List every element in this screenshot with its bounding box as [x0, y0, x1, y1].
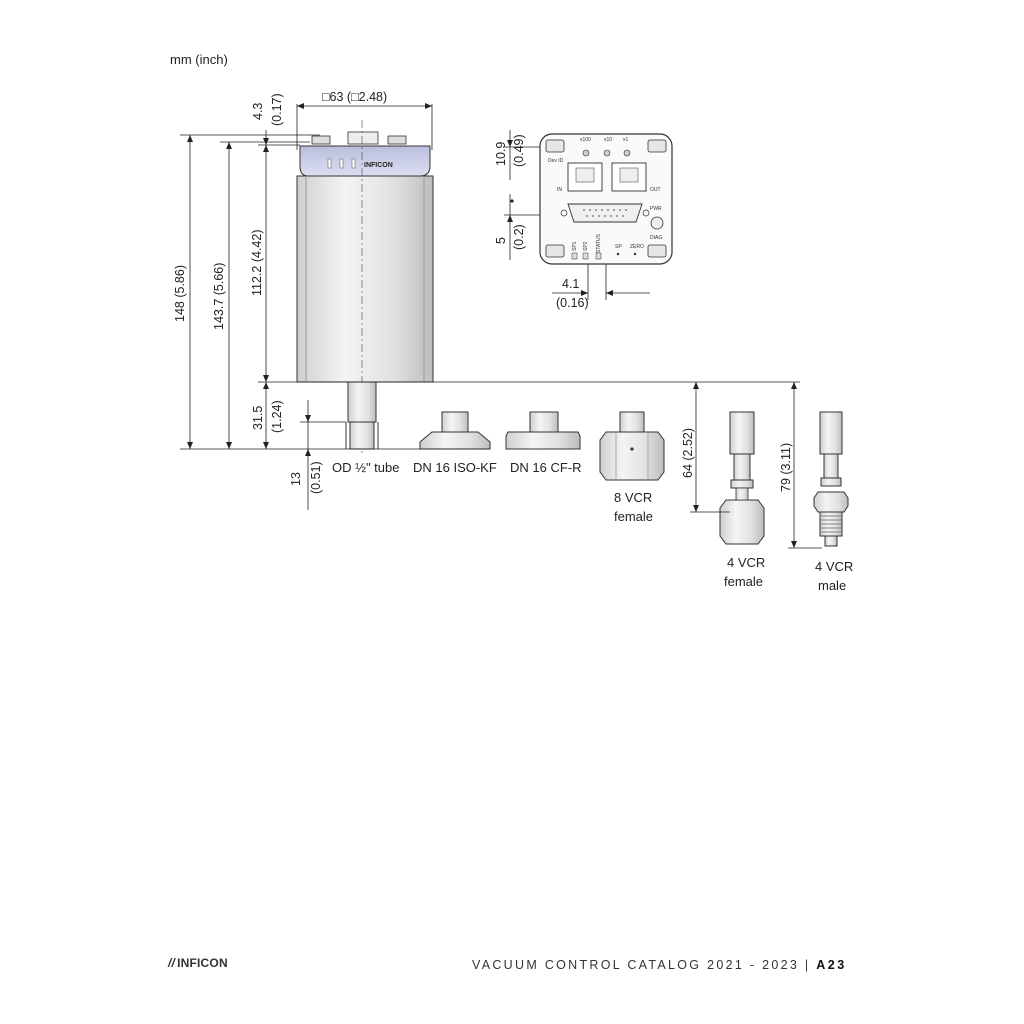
- dimension-lines: [180, 104, 822, 549]
- panel-in: IN: [557, 187, 562, 193]
- panel-x100: x100: [580, 137, 591, 143]
- dimension-arrows: [187, 103, 797, 548]
- inficon-logo-icon: //: [168, 956, 176, 970]
- fitting-label-vcr4m-l2: male: [818, 578, 846, 593]
- panel-x1: x1: [623, 137, 629, 143]
- fitting-label-cf-r: DN 16 CF-R: [510, 460, 582, 475]
- panel-pwr: PWR: [650, 206, 662, 212]
- iso-kf-fitting: [419, 411, 491, 450]
- dim-body: 112.2 (4.42): [250, 230, 264, 296]
- panel-dev-id: Dev ID: [548, 158, 564, 164]
- fitting-label-iso-kf: DN 16 ISO-KF: [413, 460, 497, 475]
- footer-page-number: A23: [816, 958, 847, 972]
- units-note: mm (inch): [170, 52, 228, 67]
- dim-vcr4: 79 (3.11): [779, 443, 793, 492]
- dim-stub-in: (1.24): [270, 400, 284, 433]
- dim-panel-top-mm: 10.9: [494, 142, 508, 166]
- dim-tube-mm: 13: [289, 472, 303, 486]
- fitting-label-vcr8-l2: female: [614, 509, 653, 524]
- panel-x10: x10: [604, 137, 612, 143]
- dim-panel-top-in: (0.49): [512, 134, 526, 167]
- fitting-label-tube: OD ½" tube: [332, 460, 399, 475]
- dim-vcr8: 64 (2.52): [681, 428, 695, 478]
- footer-catalog: VACUUM CONTROL CATALOG 2021 - 2023 | A23: [472, 958, 847, 972]
- panel-diag: DIAG: [650, 235, 662, 241]
- dim-top-cap-mm: 4.3: [251, 103, 265, 120]
- footer-catalog-title: VACUUM CONTROL CATALOG 2021 - 2023 |: [472, 958, 811, 972]
- dim-panel-bottom-mm: 4.1: [562, 277, 579, 291]
- fitting-label-vcr4f-l1: 4 VCR: [727, 555, 765, 570]
- panel-status: STATUS: [596, 233, 602, 253]
- cf-r-fitting: [505, 411, 581, 450]
- dim-width: □63 (□2.48): [322, 90, 387, 104]
- vcr4-male-fitting: [813, 411, 849, 547]
- back-panel: x100 x10 x1 Dev ID IN OUT PWR DIAG: [539, 133, 673, 265]
- dim-total: 148 (5.86): [173, 265, 187, 322]
- fitting-label-vcr4m-l1: 4 VCR: [815, 559, 853, 574]
- dim-panel-side-mm: 5: [494, 237, 508, 244]
- dim-top-cap-in: (0.17): [270, 93, 284, 126]
- dim-to-flange: 143.7 (5.66): [212, 263, 226, 330]
- panel-sp1: SP1: [572, 241, 578, 251]
- dim-panel-side-in: (0.2): [512, 224, 526, 250]
- fitting-label-vcr8-l1: 8 VCR: [614, 490, 652, 505]
- vcr4-female-fitting: [719, 411, 765, 545]
- dim-tube-in: (0.51): [309, 461, 323, 494]
- tube-fitting: [345, 381, 379, 450]
- dim-panel-bottom-in: (0.16): [556, 296, 589, 310]
- gauge-logo: INFICON: [364, 162, 393, 169]
- panel-sp: SP: [615, 244, 622, 250]
- footer-logo-text: INFICON: [177, 956, 228, 970]
- gauge-body: INFICON: [296, 120, 434, 455]
- panel-zero: ZERO: [630, 244, 644, 250]
- fitting-label-vcr4f-l2: female: [724, 574, 763, 589]
- vcr8-female-fitting: [599, 411, 665, 481]
- footer-logo: //INFICON: [168, 956, 228, 970]
- dim-stub-mm: 31.5: [251, 406, 265, 430]
- panel-sp2: SP2: [583, 241, 589, 251]
- panel-out: OUT: [650, 187, 661, 193]
